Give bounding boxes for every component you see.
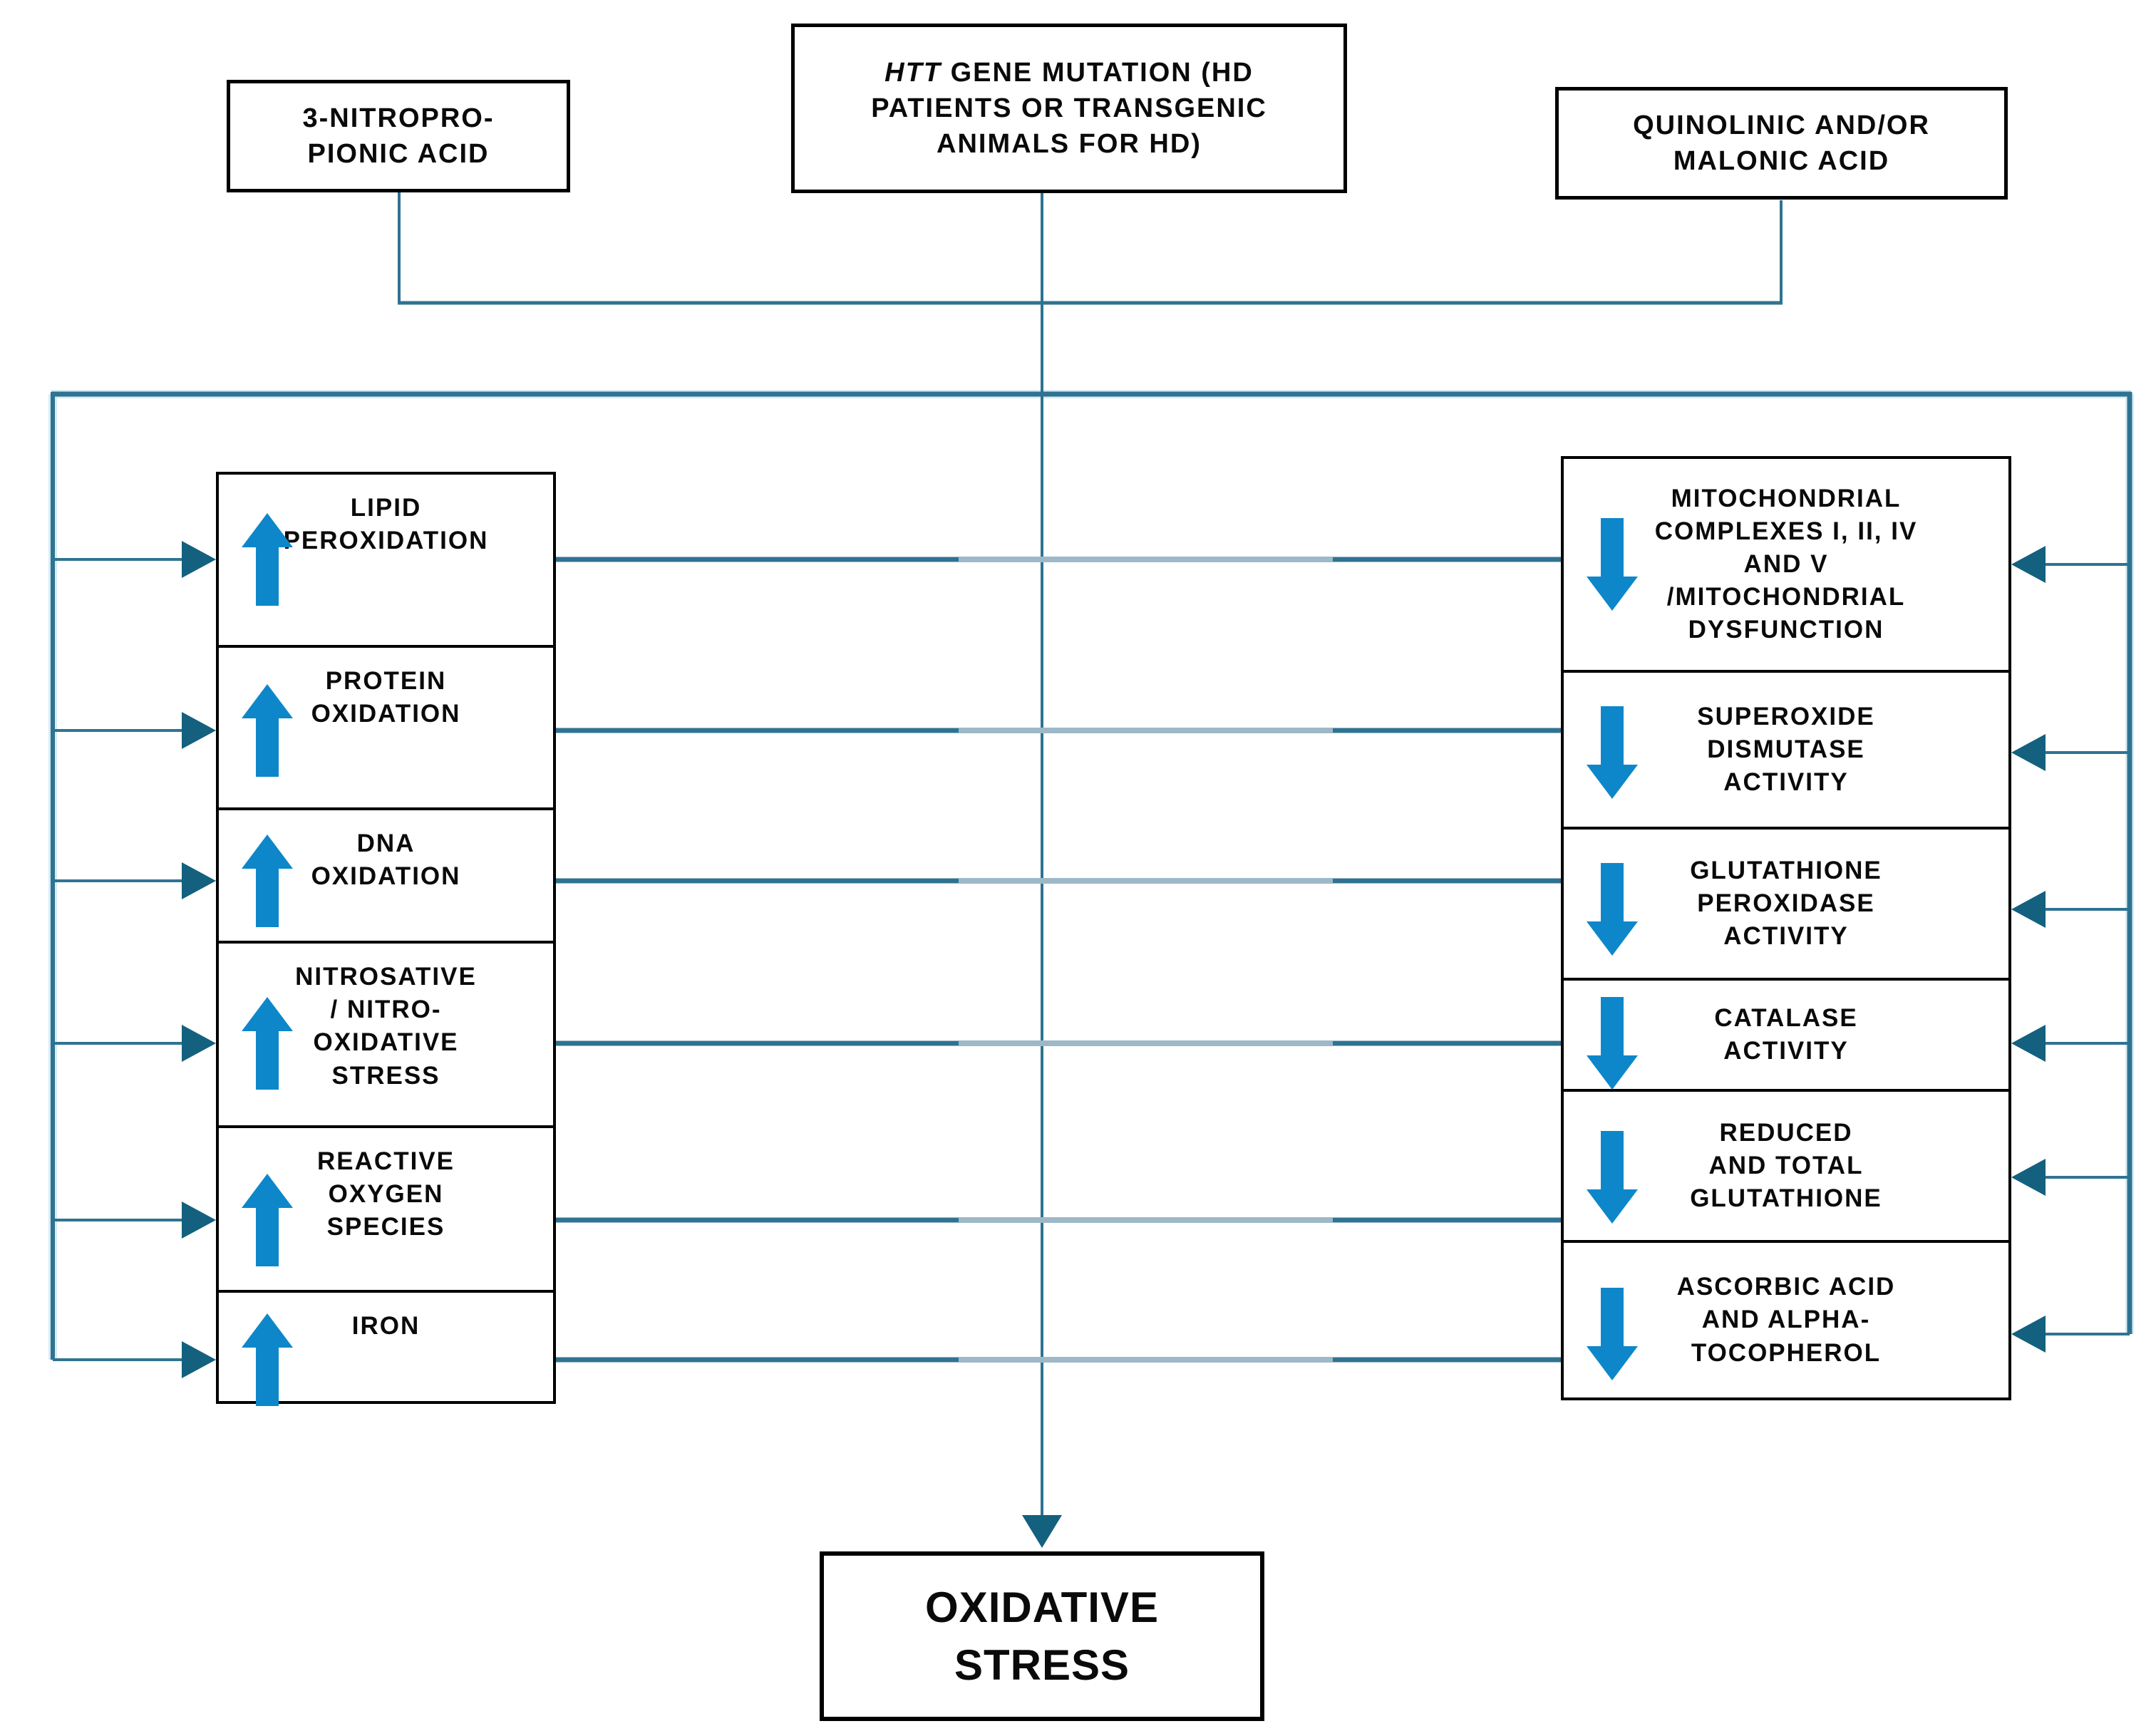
left-arrowhead-icon [2011,1159,2046,1196]
marker-label: IRON [351,1312,421,1340]
source-box-nitropropionic-acid: 3-NITROPRO- PIONIC ACID [227,80,570,192]
marker-label: LIPID PEROXIDATION [283,494,489,555]
right-arrowhead-icon [182,862,216,899]
left-arrowhead-icon [2011,1025,2046,1062]
marker-box-catalase-activity: CATALASE ACTIVITY [1561,978,2011,1092]
cross-links [556,557,1561,1363]
outcome-box-oxidative-stress: OXIDATIVE STRESS [820,1551,1264,1721]
marker-label: NITROSATIVE / NITRO- OXIDATIVE STRESS [295,963,477,1090]
marker-box-ascorbic-acid-tocopherol: ASCORBIC ACID AND ALPHA- TOCOPHEROL [1561,1240,2011,1400]
source-label: HTT GENE MUTATION (HD PATIENTS OR TRANSG… [871,55,1267,162]
left-arrowhead-icon [2011,891,2046,928]
marker-box-nitrosative-stress: NITROSATIVE / NITRO- OXIDATIVE STRESS [216,941,556,1128]
right-arrowhead-icon [182,712,216,749]
source-label: 3-NITROPRO- PIONIC ACID [302,103,495,169]
marker-label: PROTEIN OXIDATION [311,667,461,728]
left-arrowhead-icon [2011,546,2046,583]
source-box-htt-gene-mutation: HTT GENE MUTATION (HD PATIENTS OR TRANSG… [791,24,1347,193]
left-branch-arrows [53,541,216,1378]
marker-box-dna-oxidation: DNA OXIDATION [216,807,556,944]
marker-box-reactive-oxygen-species: REACTIVE OXYGEN SPECIES [216,1125,556,1293]
outcome-label: OXIDATIVE STRESS [925,1583,1159,1689]
gene-symbol: HTT [884,57,942,88]
marker-box-protein-oxidation: PROTEIN OXIDATION [216,645,556,810]
source-box-quinolinic-malonic-acid: QUINOLINIC AND/OR MALONIC ACID [1555,87,2008,200]
marker-label: SUPEROXIDE DISMUTASE ACTIVITY [1697,702,1875,797]
source-label: QUINOLINIC AND/OR MALONIC ACID [1633,110,1930,176]
right-arrowhead-icon [182,1202,216,1239]
marker-label: ASCORBIC ACID AND ALPHA- TOCOPHEROL [1676,1273,1896,1367]
marker-box-iron: IRON [216,1290,556,1404]
marker-box-glutathione-peroxidase: GLUTATHIONE PEROXIDASE ACTIVITY [1561,827,2011,981]
right-arrowhead-icon [182,541,216,578]
marker-label: REDUCED AND TOTAL GLUTATHIONE [1690,1118,1882,1213]
left-arrowhead-icon [2011,734,2046,771]
marker-label: GLUTATHIONE PEROXIDASE ACTIVITY [1690,856,1882,951]
marker-box-reduced-total-glutathione: REDUCED AND TOTAL GLUTATHIONE [1561,1089,2011,1243]
right-branch-arrows [2011,546,2130,1353]
marker-box-superoxide-dismutase: SUPEROXIDE DISMUTASE ACTIVITY [1561,670,2011,830]
marker-label: DNA OXIDATION [311,830,461,891]
decreased-markers-column: MITOCHONDRIAL COMPLEXES I, II, IV AND V … [1561,456,2011,1400]
left-arrowhead-icon [2011,1316,2046,1353]
source-label-rest: GENE MUTATION (HD PATIENTS OR TRANSGENIC… [871,57,1267,160]
marker-label: CATALASE ACTIVITY [1714,1003,1858,1065]
right-arrowhead-icon [182,1341,216,1378]
marker-label: REACTIVE OXYGEN SPECIES [317,1147,455,1241]
marker-label: MITOCHONDRIAL COMPLEXES I, II, IV AND V … [1654,484,1918,644]
down-arrowhead-icon [1022,1515,1062,1548]
marker-box-mitochondrial-complexes: MITOCHONDRIAL COMPLEXES I, II, IV AND V … [1561,456,2011,673]
right-arrowhead-icon [182,1025,216,1062]
increased-markers-column: LIPID PEROXIDATION PROTEIN OXIDATION DNA… [216,472,556,1404]
marker-box-lipid-peroxidation: LIPID PEROXIDATION [216,472,556,648]
